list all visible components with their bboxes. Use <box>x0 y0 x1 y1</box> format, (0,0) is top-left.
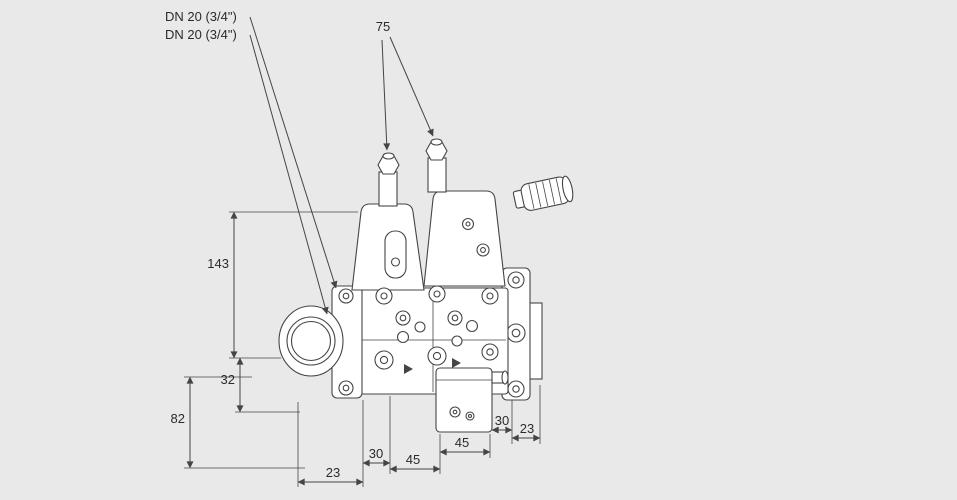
dn-label-2: DN 20 (3/4") <box>165 27 237 42</box>
dim-label-23-right: 23 <box>520 421 534 436</box>
dim-label-30-right: 30 <box>495 413 509 428</box>
dim-label-23-left: 23 <box>326 465 340 480</box>
actuator-right <box>423 138 506 287</box>
dim-label-143: 143 <box>207 256 229 271</box>
actuator-clip-left <box>384 230 407 279</box>
dim-label-30-left: 30 <box>369 446 383 461</box>
flow-arrow-left <box>404 364 413 374</box>
inlet-flange-face <box>278 305 344 377</box>
dim-label-82: 82 <box>171 411 185 426</box>
valve-assembly <box>278 138 574 433</box>
dn-label-1: DN 20 (3/4") <box>165 9 237 24</box>
left-flange <box>331 285 363 399</box>
bottom-valve-block <box>435 367 509 433</box>
dim-label-75: 75 <box>376 19 390 34</box>
dim-line-75-left <box>381 39 391 151</box>
dimension-annotations <box>184 16 541 487</box>
leader-line-dn-bottom <box>249 34 329 315</box>
actuator-left <box>351 152 425 291</box>
dim-label-45-left: 45 <box>406 452 420 467</box>
dim-label-32: 32 <box>221 372 235 387</box>
right-flange <box>501 267 531 401</box>
leader-line-dn-top <box>249 16 338 289</box>
dim-label-45-right: 45 <box>455 435 469 450</box>
flow-arrow-right <box>452 358 461 368</box>
coil-stem-right <box>427 157 447 193</box>
strainer-part <box>512 175 574 211</box>
dimension-labels: DN 20 (3/4") DN 20 (3/4") 75 143 32 82 3… <box>165 9 534 480</box>
coil-stem-left <box>378 171 398 207</box>
body-ports <box>374 285 499 374</box>
dim-line-75-right <box>389 36 434 137</box>
